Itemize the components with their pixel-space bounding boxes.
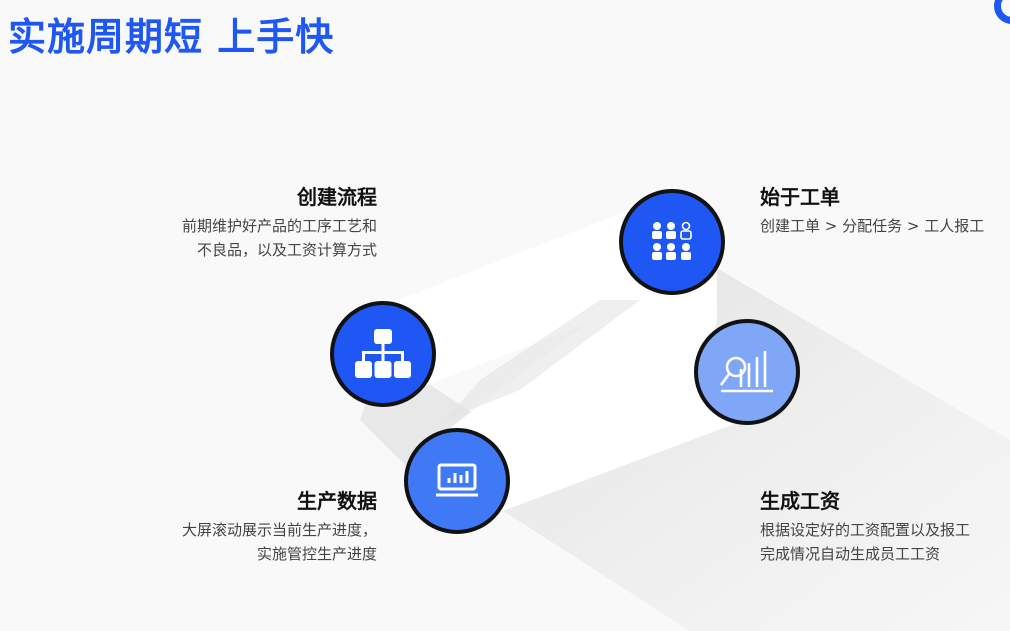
step-title: 创建流程 bbox=[297, 185, 377, 209]
step-desc-line: 前期维护好产品的工序工艺和 bbox=[181, 217, 377, 235]
step-title: 生产数据 bbox=[297, 489, 377, 513]
step-desc-line: 不良品，以及工资计算方式 bbox=[196, 241, 377, 259]
step-desc-line: 创建工单 > 分配任务 > 工人报工 bbox=[760, 217, 985, 235]
ribbon-path bbox=[338, 197, 792, 526]
org-chart-icon bbox=[355, 329, 411, 378]
step-desc-line: 大屏滚动展示当前生产进度， bbox=[181, 521, 377, 539]
step-create-process: 创建流程 前期维护好产品的工序工艺和 不良品，以及工资计算方式 bbox=[182, 181, 377, 262]
step-icon-circle bbox=[619, 189, 725, 295]
logo-fragment bbox=[994, 0, 1010, 24]
step-icon-circle bbox=[330, 301, 436, 407]
step-work-order: 始于工单 创建工单 > 分配任务 > 工人报工 bbox=[760, 181, 984, 238]
step-desc-line: 根据设定好的工资配置以及报工 bbox=[760, 521, 971, 539]
analytics-icon bbox=[719, 351, 773, 393]
dashboard-icon bbox=[436, 463, 478, 497]
page-title: 实施周期短 上手快 bbox=[8, 15, 335, 59]
step-title: 始于工单 bbox=[760, 185, 840, 209]
step-generate-wages: 生成工资 根据设定好的工资配置以及报工 完成情况自动生成员工工资 bbox=[760, 485, 970, 566]
step-icon-circle bbox=[694, 319, 800, 425]
step-icon-circle bbox=[404, 428, 510, 534]
ribbon-fold bbox=[445, 300, 640, 420]
step-title: 生成工资 bbox=[760, 489, 840, 513]
team-icon bbox=[652, 221, 692, 260]
step-desc-line: 实施管控生产进度 bbox=[256, 545, 377, 563]
step-production-data: 生产数据 大屏滚动展示当前生产进度， 实施管控生产进度 bbox=[182, 485, 377, 566]
step-desc-line: 完成情况自动生成员工工资 bbox=[760, 545, 941, 563]
